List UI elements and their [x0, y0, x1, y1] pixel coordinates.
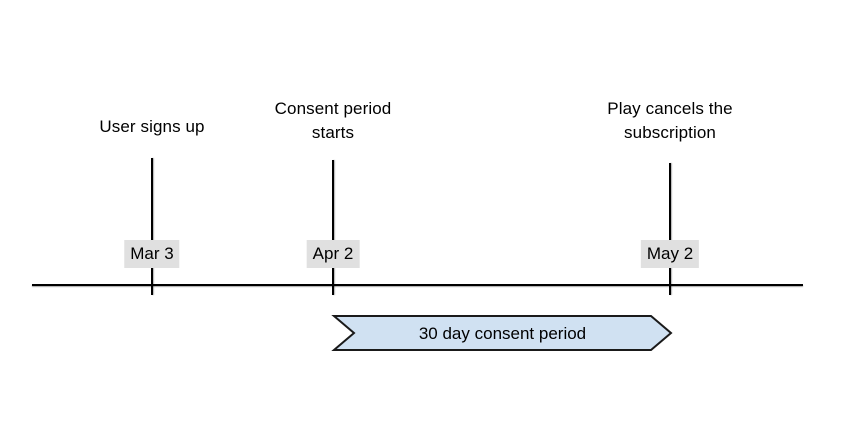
event-date-chip: Mar 3 — [124, 240, 180, 268]
event-title: User signs up — [99, 117, 205, 136]
consent-period-banner: 30 day consent period — [331, 315, 673, 351]
chevron-arrow-icon — [331, 315, 673, 351]
event-date-chip: May 2 — [640, 240, 700, 268]
timeline-axis — [32, 284, 803, 286]
event-date-chip: Apr 2 — [306, 240, 360, 268]
event-tick-line — [332, 160, 334, 295]
event-title: Consent period starts — [274, 99, 392, 142]
event-tick-line — [151, 158, 153, 295]
event-tick-line — [669, 163, 671, 295]
event-title: Play cancels the subscription — [607, 99, 733, 142]
